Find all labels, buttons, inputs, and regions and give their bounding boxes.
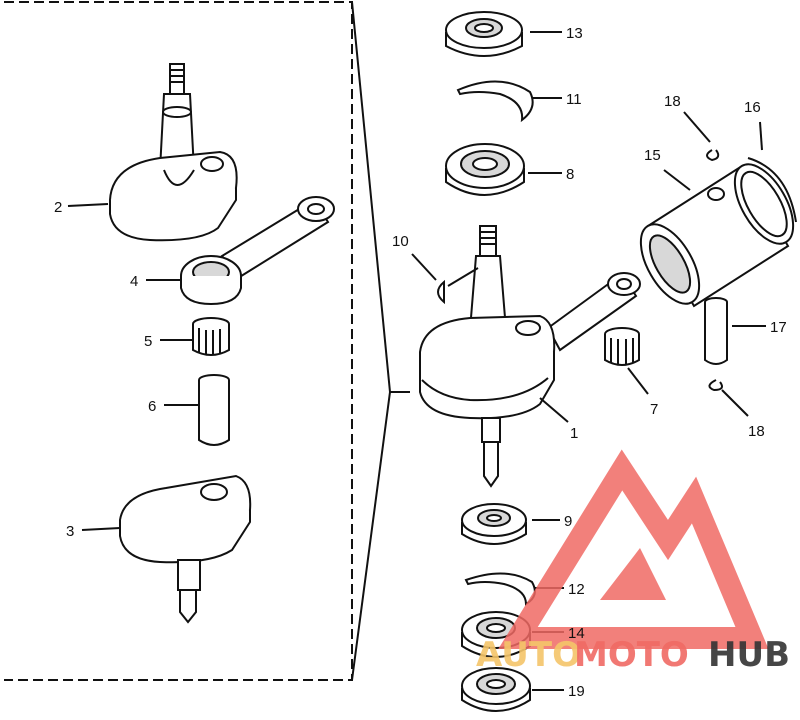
label-13: 13 [566, 25, 583, 42]
part-18-lower-circlip [708, 379, 723, 392]
label-7: 7 [650, 401, 658, 418]
part-13-seal [445, 11, 523, 57]
part-10-woodruff-key [437, 279, 445, 305]
part-8-ball-bearing [445, 143, 525, 196]
label-2: 2 [54, 199, 62, 216]
watermark-moto: MOTO [574, 635, 689, 675]
label-15: 15 [644, 147, 661, 164]
part-9-lower-seal [461, 503, 527, 545]
label-9: 9 [564, 513, 572, 530]
label-14: 14 [568, 625, 585, 642]
part-2-upper-crank-half [108, 63, 238, 242]
label-3: 3 [66, 523, 74, 540]
label-19: 19 [568, 683, 585, 700]
watermark-auto: AUTO [476, 635, 581, 675]
part-12-retaining-ring [464, 572, 536, 606]
label-4: 4 [130, 273, 138, 290]
part-11-retaining-ring [456, 80, 534, 123]
label-18-upper: 18 [664, 93, 681, 110]
watermark-hub: HUB [708, 635, 790, 675]
part-15-piston [639, 163, 795, 308]
label-16: 16 [744, 99, 761, 116]
part-7-needle-bearing [604, 327, 640, 366]
part-16-piston-ring [747, 157, 797, 223]
leader-lines [67, 31, 766, 691]
label-8: 8 [566, 166, 574, 183]
part-3-lower-crank-half [118, 474, 252, 624]
part-17-piston-pin [704, 297, 728, 365]
watermark-logo: AUTO MOTO HUB [476, 449, 790, 675]
label-17: 17 [770, 319, 787, 336]
part-19-bearing [461, 667, 531, 712]
label-6: 6 [148, 398, 156, 415]
label-11: 11 [566, 91, 582, 108]
part-6-crank-pin [198, 374, 230, 446]
label-10: 10 [392, 233, 409, 250]
label-1: 1 [570, 425, 578, 442]
part-1-crankshaft-assembly [418, 225, 641, 488]
part-labels: 2 4 5 6 3 13 11 8 10 1 7 9 12 14 19 18 1… [54, 25, 787, 700]
label-12: 12 [568, 581, 585, 598]
label-5: 5 [144, 333, 152, 350]
dashed-enclosure [4, 1, 410, 681]
label-18-lower: 18 [748, 423, 765, 440]
part-4-connecting-rod [180, 196, 335, 306]
part-5-needle-bearing [192, 317, 230, 356]
part-18-upper-circlip [706, 149, 720, 162]
